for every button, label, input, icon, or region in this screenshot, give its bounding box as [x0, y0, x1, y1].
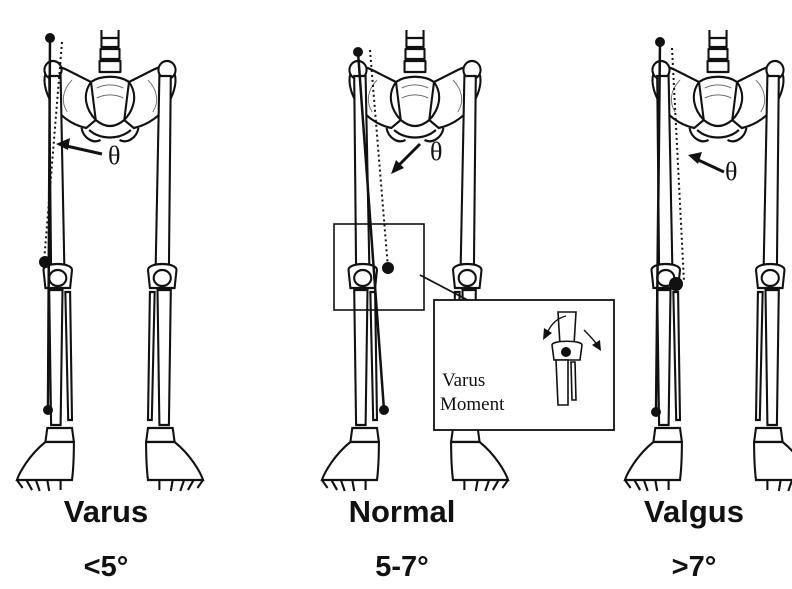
normal-theta-label: θ — [430, 137, 442, 166]
valgus-anatomical-axis — [672, 48, 684, 282]
varus-angle: <5° — [6, 551, 206, 584]
varus-label: Varus — [6, 494, 206, 530]
valgus-label: Valgus — [594, 494, 792, 530]
normal-angle: 5-7° — [302, 551, 502, 584]
knee-zoom-box — [334, 224, 424, 310]
valgus-angle: >7° — [594, 551, 792, 584]
varus-theta-label: θ — [108, 141, 120, 170]
varus-moment-callout: Varus Moment — [434, 300, 614, 430]
callout-line1: Varus — [442, 370, 485, 391]
valgus-skeleton: θ — [625, 30, 792, 491]
normal-label: Normal — [302, 494, 502, 530]
callout-line2: Moment — [440, 394, 505, 415]
normal-anatomical-axis — [370, 50, 388, 268]
varus-skeleton: θ — [17, 30, 203, 491]
valgus-theta-label: θ — [725, 157, 737, 186]
